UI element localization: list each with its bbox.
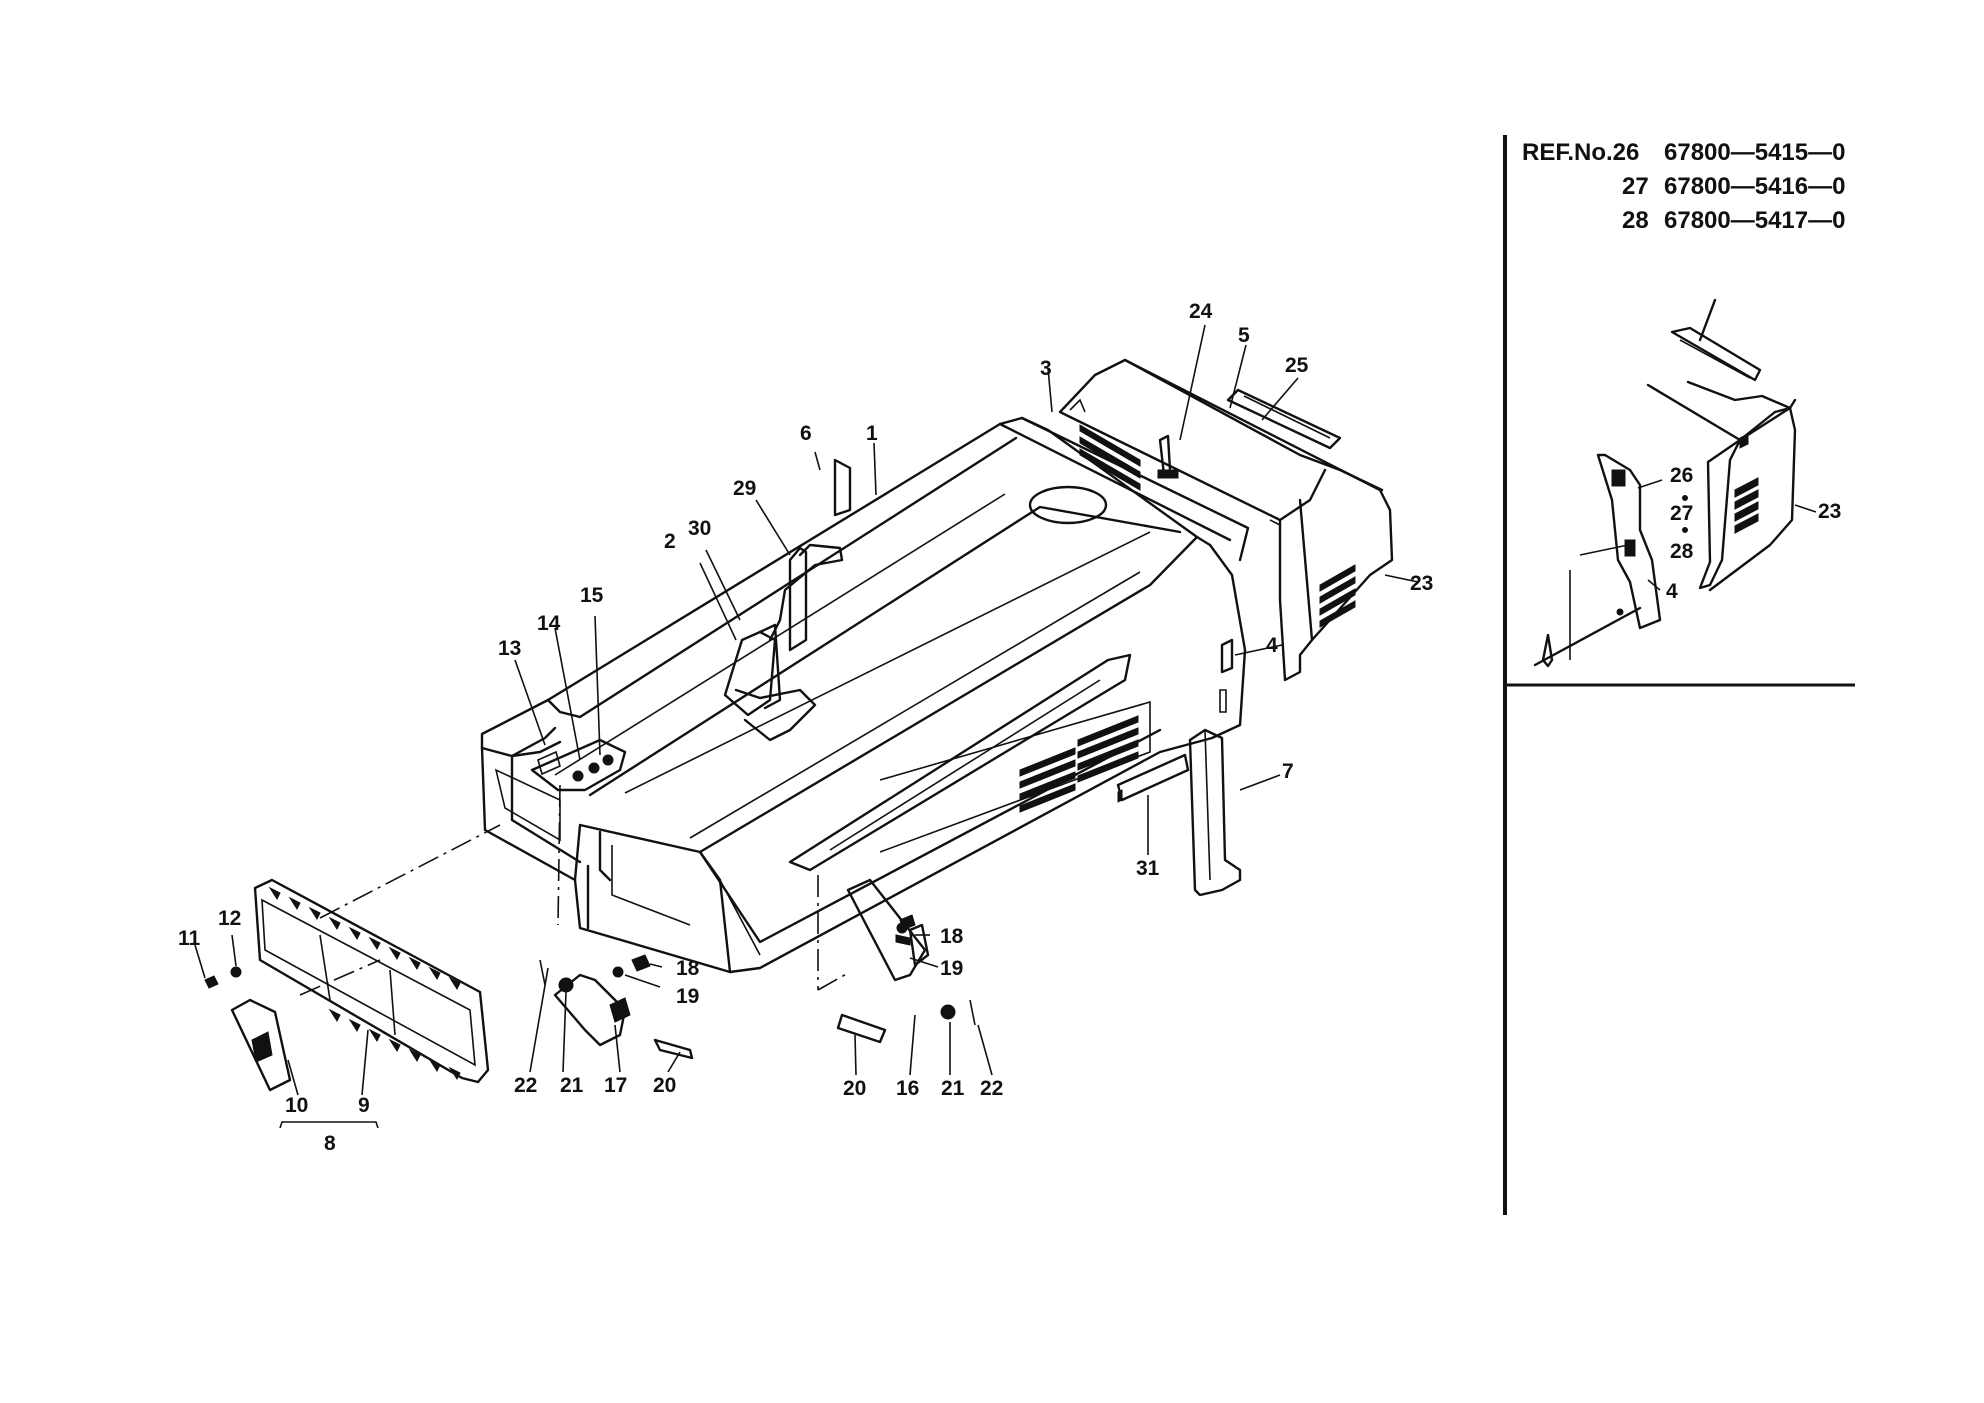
detail-view: [1533, 298, 1817, 668]
callout-10: 10: [285, 1094, 308, 1117]
grille-teeth: [268, 886, 461, 1081]
side-panel-7: [1116, 728, 1242, 897]
callout-24: 24: [1189, 300, 1213, 323]
callout-3: 3: [1040, 357, 1052, 380]
leader-lines: [194, 324, 1419, 1096]
callout-29: 29: [733, 477, 756, 500]
reference-panel: REF.No.26 67800—5415—0 27 67800—5416—0 2…: [1503, 135, 1855, 1215]
handle-assembly: [723, 458, 852, 742]
side-louvers: [1019, 715, 1139, 813]
front-grille: [204, 878, 490, 1129]
callout-1: 1: [866, 422, 878, 445]
callout-12: 12: [218, 907, 241, 930]
callout-2: 2: [664, 530, 676, 553]
ref-line-2-prefix: 27: [1622, 173, 1649, 200]
ref-line-3-prefix: 28: [1622, 207, 1649, 234]
rear-louvers: [1079, 424, 1356, 628]
callout-18-left: 18: [676, 957, 700, 980]
detail-callout-23: 23: [1818, 500, 1841, 523]
callout-14: 14: [537, 612, 561, 635]
rear-shroud: [1058, 358, 1394, 682]
callout-18-right: 18: [940, 925, 964, 948]
assembly-center-lines: [299, 784, 851, 996]
ref-line-2-part: 67800—5416—0: [1664, 173, 1845, 200]
callout-6: 6: [800, 422, 812, 445]
callout-4: 4: [1266, 634, 1278, 657]
callout-labels: 1 6 29 2 30 3 24 5 25 23 4 7 31 13 14 15…: [178, 300, 1433, 1155]
callout-19-left: 19: [676, 985, 699, 1008]
ref-line-1-part: 67800—5415—0: [1664, 139, 1845, 166]
ref-line-3-part: 67800—5417—0: [1664, 207, 1845, 234]
bolt-24-5: [1157, 434, 1179, 479]
callout-13: 13: [498, 637, 521, 660]
callout-25: 25: [1285, 354, 1309, 377]
callout-22-right: 22: [980, 1077, 1003, 1100]
callout-15: 15: [580, 584, 604, 607]
ref-line-1-prefix: REF.No.26: [1522, 139, 1639, 166]
callout-16: 16: [896, 1077, 919, 1100]
callout-8: 8: [324, 1132, 336, 1155]
detail-callout-27: 27: [1670, 502, 1693, 525]
callout-30: 30: [688, 517, 711, 540]
callout-7: 7: [1282, 760, 1294, 783]
callout-31: 31: [1136, 857, 1160, 880]
hinge-left: [539, 954, 694, 1060]
hood-assembly: [480, 416, 1250, 974]
callout-17: 17: [604, 1074, 627, 1097]
callout-20-left: 20: [653, 1074, 676, 1097]
hinge-right: [836, 878, 976, 1044]
detail-callout-4: 4: [1666, 580, 1678, 603]
callout-20-right: 20: [843, 1077, 866, 1100]
callout-23: 23: [1410, 572, 1433, 595]
detail-callout-28: 28: [1670, 540, 1694, 563]
detail-callout-26: 26: [1670, 464, 1693, 487]
callout-21-right: 21: [941, 1077, 965, 1100]
callout-19-right: 19: [940, 957, 963, 980]
callout-11: 11: [178, 927, 201, 950]
callout-21-left: 21: [560, 1074, 584, 1097]
callout-5: 5: [1238, 324, 1250, 347]
callout-22-left: 22: [514, 1074, 537, 1097]
callout-9: 9: [358, 1094, 370, 1117]
